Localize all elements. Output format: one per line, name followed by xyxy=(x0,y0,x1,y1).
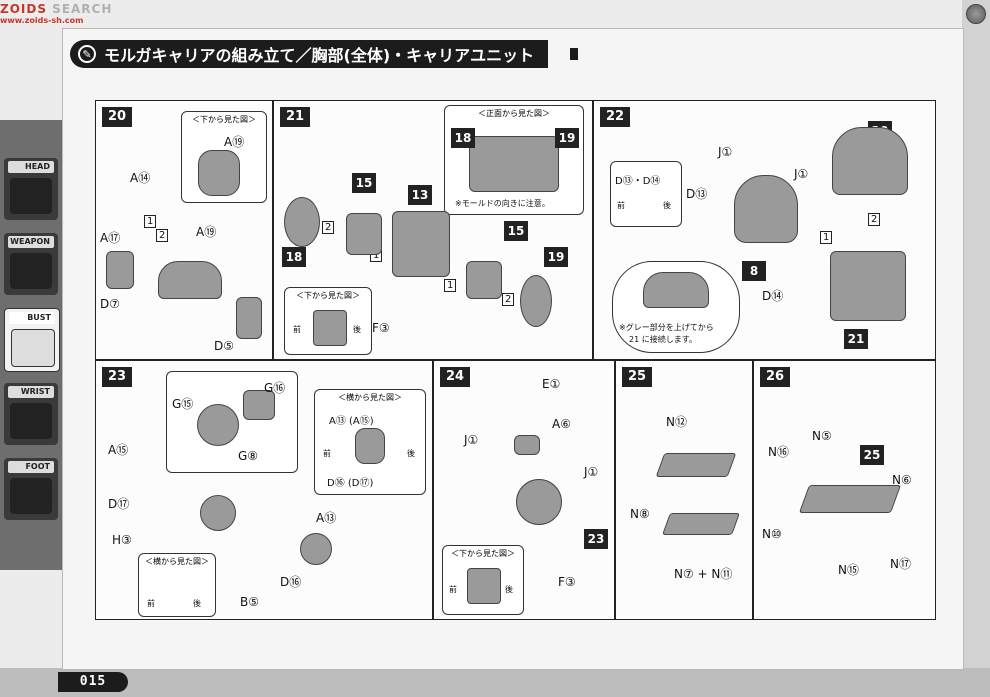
step-23-panel: 23 ＜横から見た図＞ A⑬ (A⑮) 前 後 D⑯ (D⑰) G⑮ G⑯ G⑧… xyxy=(95,360,433,620)
block-right-part xyxy=(466,261,502,299)
front-view-diagram xyxy=(469,136,559,192)
side-profile-diagram xyxy=(355,428,385,464)
detail-callout xyxy=(166,371,298,473)
rail-top-part xyxy=(655,453,737,477)
head-icon xyxy=(10,178,52,214)
gear-part-diagram xyxy=(197,404,239,446)
bottom-plate-diagram xyxy=(467,568,501,604)
detail-callout: D⑬・D⑭ 前 後 xyxy=(610,161,682,227)
joint-part xyxy=(200,495,236,531)
tab-bust[interactable]: BUST xyxy=(4,308,60,372)
wheel-right-part xyxy=(520,275,552,327)
weapon-icon xyxy=(10,253,52,289)
side-plate-part xyxy=(106,251,134,289)
right-edge-band xyxy=(962,0,990,697)
step-20-panel: 20 ＜下から見た図＞ A⑲ A⑭ A⑰ A⑲ D⑦ D⑤ 1 2 xyxy=(95,100,273,360)
tab-wrist[interactable]: WRIST xyxy=(4,383,58,445)
wrist-icon xyxy=(10,403,52,439)
step-22-panel: 22 D⑬・D⑭ 前 後 J① J① D⑬ 20 8 D⑭ 21 1 2 ※グレ… xyxy=(593,100,936,360)
carrier-unit-part xyxy=(830,251,906,321)
title-end-bar xyxy=(570,48,578,60)
rail-bottom-part xyxy=(661,513,741,535)
cap-part xyxy=(300,533,332,565)
part-diagram xyxy=(198,150,240,196)
bottom-edge-band xyxy=(0,668,990,697)
wrench-icon: ✎ xyxy=(78,45,96,63)
side-view-callout-2: ＜横から見た図＞ 前 後 xyxy=(138,553,216,617)
watermark: ZOIDS SEARCH www.zoids-sh.com xyxy=(0,2,113,25)
bust-icon xyxy=(11,329,55,367)
bottom-view-callout: ＜下から見た図＞ xyxy=(181,111,267,203)
sidebar: HEAD WEAPON BUST WRIST FOOT xyxy=(0,120,62,570)
note-callout: ※グレー部分を上げてから 21 に接続します。 xyxy=(612,261,740,353)
carrier-shell-part xyxy=(734,175,798,243)
top-cover-part xyxy=(832,127,908,195)
foot-icon xyxy=(10,478,52,514)
tab-foot[interactable]: FOOT xyxy=(4,458,58,520)
step-26-panel: 26 N⑯ N⑤ 25 N⑥ N⑩ N⑮ N⑰ xyxy=(753,360,936,620)
rear-plate-part xyxy=(236,297,262,339)
side-view-callout: ＜横から見た図＞ A⑬ (A⑮) 前 後 D⑯ (D⑰) xyxy=(314,389,426,495)
chest-armor-part xyxy=(158,261,222,299)
tab-head[interactable]: HEAD xyxy=(4,158,58,220)
block-part xyxy=(514,435,540,455)
page-number: 015 xyxy=(58,672,128,692)
gray-part-diagram xyxy=(643,272,709,308)
bottom-view-callout: ＜下から見た図＞ 前 後 xyxy=(442,545,524,615)
wheel-left-part xyxy=(284,197,320,247)
hub-part xyxy=(516,479,562,525)
bolt-icon xyxy=(966,4,986,24)
bottom-plate-diagram xyxy=(313,310,347,346)
step-21-panel: 21 ＜正面から見た図＞ 18 19 ※モールドの向きに注意。 15 13 18… xyxy=(273,100,593,360)
page-title: ✎ モルガキャリアの組み立て／胸部(全体)・キャリアユニット xyxy=(70,40,549,68)
step-25-panel: 25 N⑫ N⑧ N⑦ + N⑪ xyxy=(615,360,753,620)
rail-assembly-part xyxy=(798,485,902,513)
step-24-panel: 24 E① A⑥ J① J① 23 F③ ＜下から見た図＞ 前 後 xyxy=(433,360,615,620)
chest-core-part xyxy=(392,211,450,277)
front-view-callout: ＜正面から見た図＞ 18 19 ※モールドの向きに注意。 xyxy=(444,105,584,215)
block-part xyxy=(346,213,382,255)
tab-weapon[interactable]: WEAPON xyxy=(4,233,58,295)
bottom-view-callout: ＜下から見た図＞ 前 後 xyxy=(284,287,372,355)
side-piece-diagram xyxy=(243,390,275,420)
